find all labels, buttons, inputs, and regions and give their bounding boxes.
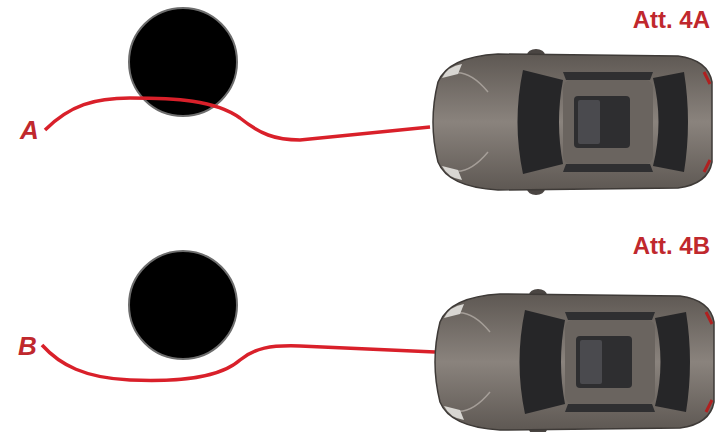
path-label: A xyxy=(20,117,39,143)
path-label: B xyxy=(18,333,37,359)
figure-label: Att. 4A xyxy=(633,8,710,32)
figure-label: Att. 4B xyxy=(633,234,710,258)
